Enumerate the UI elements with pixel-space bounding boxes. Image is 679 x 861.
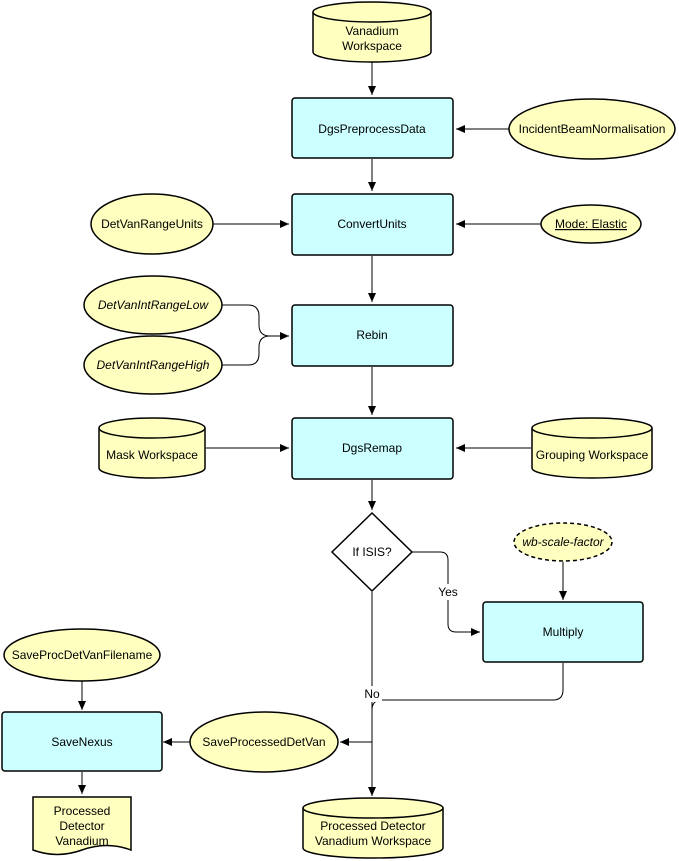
processed-detector-vanadium-file-node[interactable]: Processed Detector Vanadium bbox=[32, 796, 132, 856]
incident-beam-normalisation-node[interactable]: IncidentBeamNormalisation bbox=[508, 98, 676, 160]
processed-file-line-2: Detector bbox=[59, 819, 104, 833]
detvan-range-units-label: DetVanRangeUnits bbox=[101, 217, 203, 231]
dgs-preprocess-data-node[interactable]: DgsPreprocessData bbox=[291, 97, 454, 159]
yes-label: Yes bbox=[438, 585, 458, 599]
mode-elastic-label: Mode: Elastic bbox=[555, 217, 627, 231]
processed-workspace-line-1: Processed Detector bbox=[320, 819, 425, 833]
save-processed-detvan-node[interactable]: SaveProcessedDetVan bbox=[189, 711, 339, 773]
processed-file-line-3: Vanadium bbox=[55, 834, 108, 848]
multiply-label: Multiply bbox=[543, 625, 584, 639]
save-nexus-node[interactable]: SaveNexus bbox=[1, 711, 163, 772]
dgs-preprocess-data-label: DgsPreprocessData bbox=[318, 122, 426, 136]
save-processed-detvan-label: SaveProcessedDetVan bbox=[202, 735, 325, 749]
if-isis-decision-node[interactable]: If ISIS? bbox=[330, 511, 414, 593]
detvan-range-units-node[interactable]: DetVanRangeUnits bbox=[90, 193, 214, 255]
convert-units-label: ConvertUnits bbox=[337, 217, 406, 231]
edge-high-to-rebin bbox=[222, 335, 271, 366]
save-proc-detvan-filename-label: SaveProcDetVanFilename bbox=[12, 648, 153, 662]
edge-low-to-rebin bbox=[222, 304, 289, 340]
no-label: No bbox=[364, 687, 380, 701]
processed-workspace-line-2: Vanadium Workspace bbox=[315, 834, 432, 848]
grouping-workspace-node[interactable]: Grouping Workspace bbox=[531, 417, 653, 479]
dgs-remap-node[interactable]: DgsRemap bbox=[291, 417, 454, 480]
rebin-node[interactable]: Rebin bbox=[291, 304, 454, 367]
convert-units-node[interactable]: ConvertUnits bbox=[291, 193, 454, 256]
detvan-int-range-low-node[interactable]: DetVanIntRangeLow bbox=[83, 275, 223, 335]
if-isis-label: If ISIS? bbox=[352, 545, 392, 559]
mode-elastic-node[interactable]: Mode: Elastic bbox=[540, 204, 642, 244]
save-proc-detvan-filename-node[interactable]: SaveProcDetVanFilename bbox=[3, 628, 161, 682]
vanadium-workspace-node[interactable]: Vanadium Workspace bbox=[312, 1, 432, 63]
detvan-int-range-low-label: DetVanIntRangeLow bbox=[98, 298, 210, 312]
detvan-int-range-high-node[interactable]: DetVanIntRangeHigh bbox=[83, 335, 223, 395]
edge-multiply-merge bbox=[371, 663, 564, 711]
processed-file-line-1: Processed bbox=[54, 804, 111, 818]
wb-scale-factor-label: wb-scale-factor bbox=[522, 535, 604, 549]
wb-scale-factor-node[interactable]: wb-scale-factor bbox=[513, 522, 613, 562]
mask-workspace-label: Mask Workspace bbox=[106, 448, 198, 462]
no-label-bg bbox=[362, 686, 382, 702]
vanadium-workspace-line-2: Workspace bbox=[342, 39, 402, 53]
processed-detector-vanadium-workspace-node[interactable]: Processed Detector Vanadium Workspace bbox=[302, 797, 444, 859]
yes-label-bg bbox=[436, 584, 460, 600]
grouping-workspace-label: Grouping Workspace bbox=[536, 448, 649, 462]
mask-workspace-node[interactable]: Mask Workspace bbox=[98, 417, 206, 479]
detvan-int-range-high-label: DetVanIntRangeHigh bbox=[97, 358, 210, 372]
save-nexus-label: SaveNexus bbox=[51, 735, 112, 749]
multiply-node[interactable]: Multiply bbox=[482, 601, 644, 663]
incident-beam-normalisation-label: IncidentBeamNormalisation bbox=[519, 122, 666, 136]
edge-labels: Yes No bbox=[362, 584, 460, 702]
rebin-label: Rebin bbox=[356, 328, 387, 342]
dgs-remap-label: DgsRemap bbox=[342, 441, 402, 455]
vanadium-workspace-line-1: Vanadium bbox=[345, 24, 398, 38]
